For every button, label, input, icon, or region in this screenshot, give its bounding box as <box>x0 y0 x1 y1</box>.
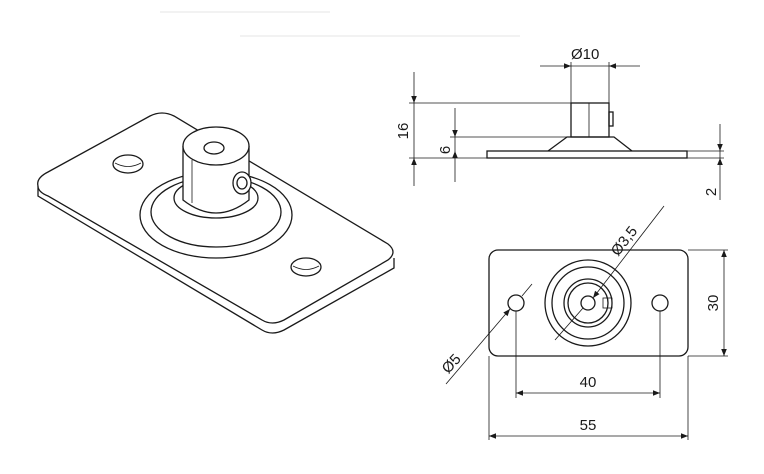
label-plate-length: 55 <box>580 417 597 434</box>
top-shaft-inner <box>567 282 609 324</box>
top-set-screw <box>602 297 613 309</box>
top-shaft-outer <box>563 278 613 328</box>
isometric-view <box>37 112 395 334</box>
side-view <box>409 62 724 200</box>
boss-top <box>182 126 250 166</box>
label-plate-width: 30 <box>705 295 722 312</box>
mounting-hole-left <box>112 154 144 174</box>
top-flange-inner <box>551 266 625 340</box>
side-shaft <box>570 102 610 138</box>
label-height-total: 16 <box>395 123 412 140</box>
plate-edge-line <box>47 195 263 321</box>
top-bore <box>580 295 596 311</box>
leader-hole-inner-diameter <box>592 205 665 299</box>
leader-hole-diameter <box>445 308 511 385</box>
set-screw-outer <box>232 171 252 195</box>
label-plate-thickness: 2 <box>703 188 720 196</box>
label-height-boss: 6 <box>437 146 454 154</box>
mounting-hole-right <box>290 257 322 277</box>
top-view <box>445 205 728 440</box>
label-hole-diameter: Ø5 <box>439 351 465 377</box>
label-shaft-diameter: Ø10 <box>571 46 599 63</box>
side-plate <box>486 150 688 159</box>
top-plate-outline <box>488 249 689 357</box>
side-set-screw <box>608 111 614 127</box>
side-flange <box>547 136 633 152</box>
top-flange-outer <box>544 259 632 347</box>
top-hole-left <box>507 294 525 312</box>
label-hole-inner-diameter: Ø3,5 <box>608 223 641 259</box>
faint-header-marks <box>160 11 520 37</box>
boss-bore <box>203 141 225 155</box>
set-screw-inner <box>236 176 248 190</box>
top-hole-right <box>651 294 669 312</box>
label-hole-spacing: 40 <box>580 374 597 391</box>
